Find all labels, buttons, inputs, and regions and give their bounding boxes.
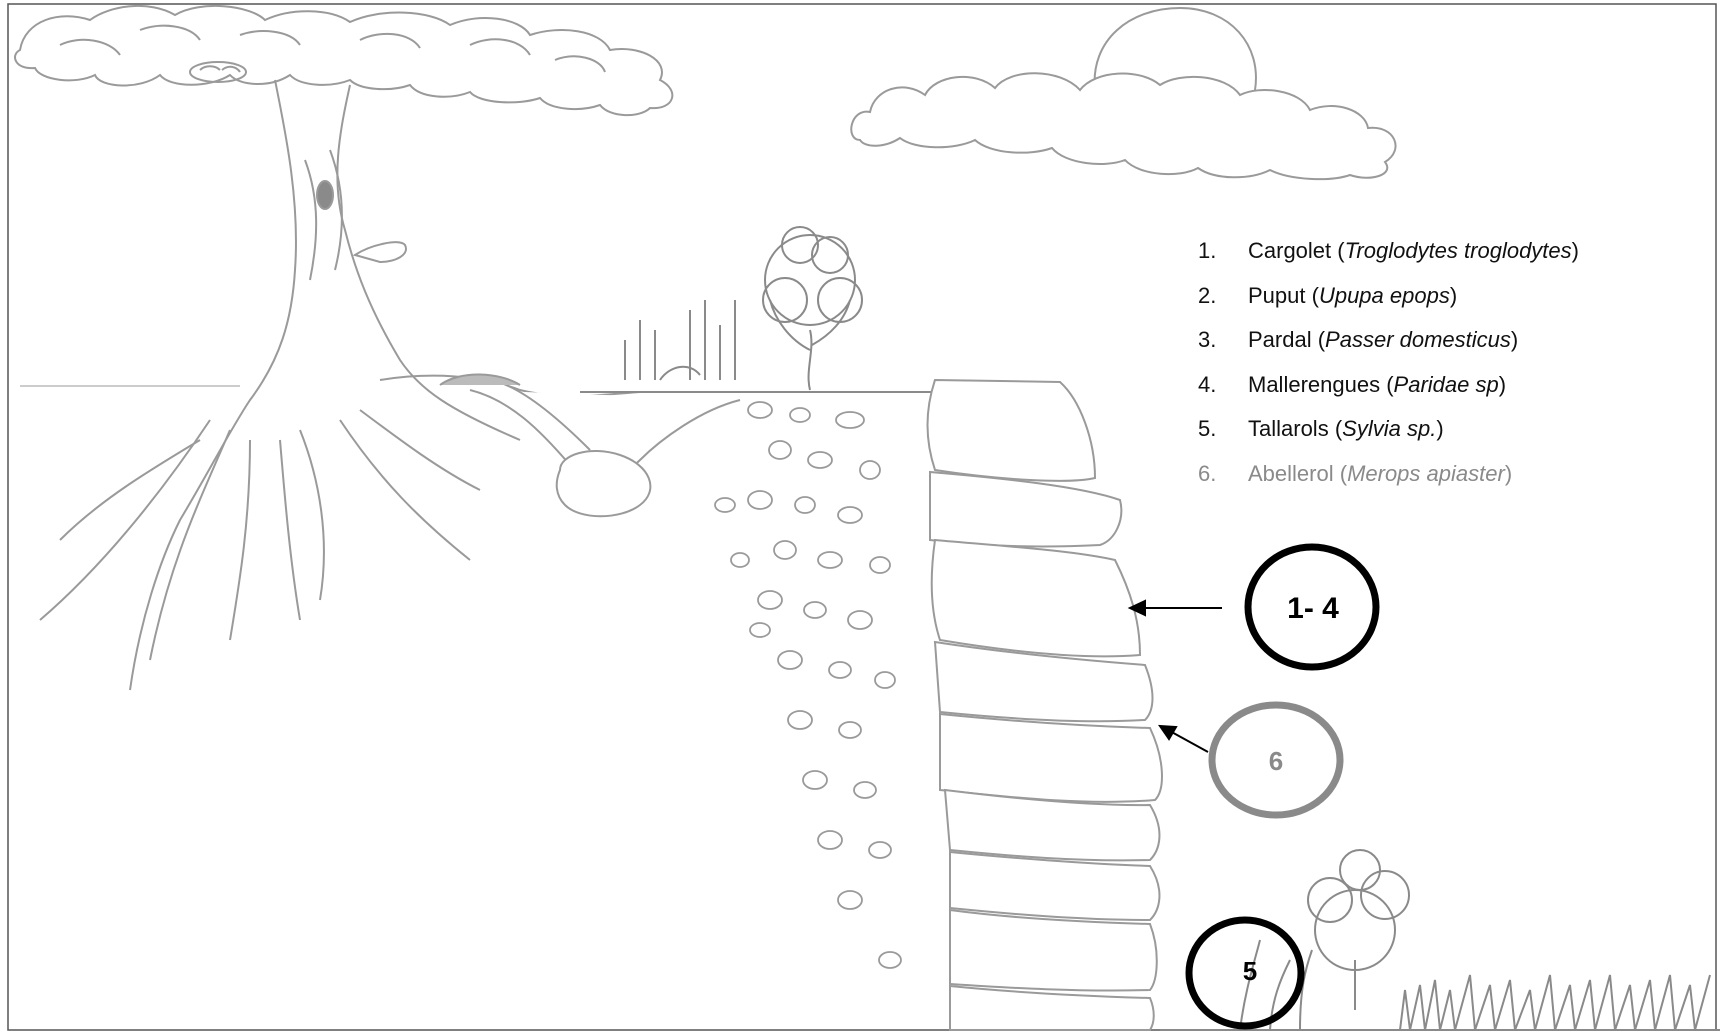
legend-scientific-name: Paridae sp [1394,372,1499,397]
legend-common-name: Mallerengues [1248,372,1380,397]
legend-number: 5. [1198,416,1228,442]
marker-6: 6 [1212,705,1340,815]
legend-common-name: Pardal [1248,327,1312,352]
legend-scientific-name: Passer domesticus [1325,327,1511,352]
legend-scientific-name: Troglodytes troglodytes [1345,238,1572,263]
marker-1-4: 1- 4 [1248,547,1376,667]
marker-6-label: 6 [1269,746,1283,776]
shrub-icon [580,227,960,392]
legend-number: 1. [1198,238,1228,264]
legend-scientific-name: Upupa epops [1319,283,1450,308]
legend-number: 6. [1198,461,1228,487]
legend-number: 4. [1198,372,1228,398]
marker-1-4-label: 1- 4 [1287,592,1339,625]
legend-common-name: Tallarols [1248,416,1329,441]
legend-number: 3. [1198,327,1228,353]
legend-common-name: Puput [1248,283,1306,308]
legend-scientific-name: Sylvia sp. [1342,416,1436,441]
cliff-icon [928,380,1162,1030]
grass-icon [1160,850,1720,1030]
legend-number: 2. [1198,283,1228,309]
marker-5-label: 5 [1243,956,1257,986]
tree-icon [15,6,672,690]
cloud-icon [851,73,1395,179]
legend-scientific-name: Merops apiaster [1347,461,1505,486]
legend-common-name: Cargolet [1248,238,1331,263]
burrow-icon [440,374,740,516]
legend-common-name: Abellerol [1248,461,1334,486]
gravel-icon [715,402,901,968]
arrow-marker-6 [1168,730,1208,752]
